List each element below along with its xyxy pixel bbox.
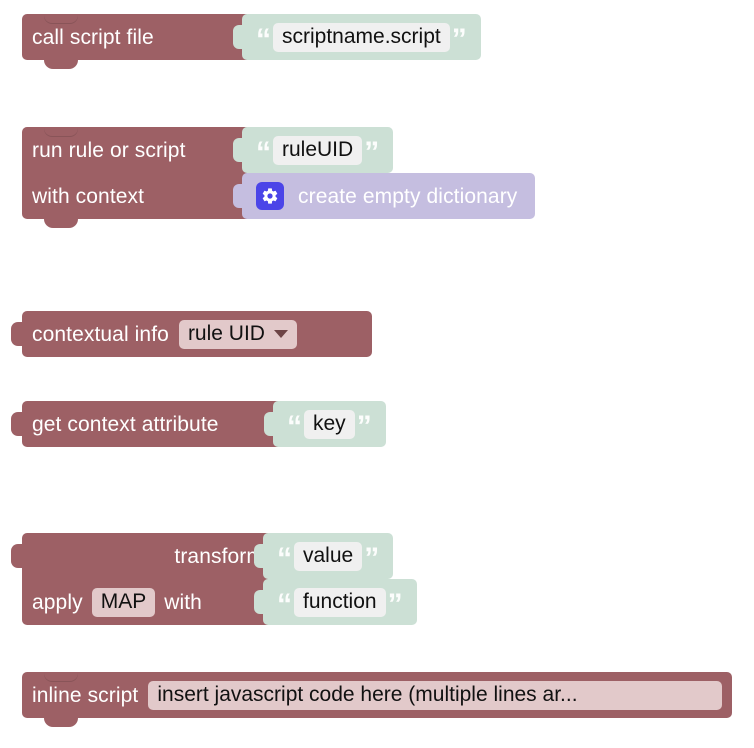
- top-notch: [44, 127, 78, 136]
- block-row: contextual info rule UID: [22, 311, 372, 357]
- output-tab: [233, 25, 243, 49]
- apply-prefix-label: apply: [32, 590, 83, 614]
- block-body[interactable]: transform apply MAP with: [11, 533, 275, 625]
- text-field[interactable]: ruleUID: [273, 135, 363, 165]
- block-label: call script file: [32, 25, 154, 49]
- text-field[interactable]: key: [304, 409, 355, 439]
- block-label: inline script: [32, 683, 139, 707]
- text-field[interactable]: scriptname.script: [273, 22, 450, 52]
- info-type-dropdown[interactable]: rule UID: [178, 319, 297, 349]
- text-field[interactable]: value: [294, 541, 363, 571]
- output-tab: [264, 412, 274, 436]
- bottom-tab: [44, 59, 78, 69]
- output-plug: [11, 322, 25, 346]
- gear-icon[interactable]: [256, 182, 284, 210]
- block-row: inline script insert javascript code her…: [22, 672, 732, 718]
- block-body[interactable]: call script file: [22, 14, 254, 69]
- top-notch: [44, 672, 78, 681]
- value-block-dictionary[interactable]: create empty dictionary: [233, 173, 536, 219]
- output-tab: [254, 590, 264, 614]
- block-run-rule-or-script[interactable]: run rule or script with context “ ruleUI…: [22, 127, 536, 228]
- block-label: with context: [32, 184, 145, 208]
- block-label: contextual info: [32, 322, 169, 346]
- block-body[interactable]: get context attribute: [11, 401, 285, 447]
- chevron-down-icon: [273, 330, 288, 338]
- block-label: run rule or script: [32, 138, 186, 162]
- block-row: with context: [22, 173, 254, 219]
- code-field[interactable]: insert javascript code here (multiple li…: [148, 680, 722, 710]
- bottom-tab: [44, 218, 78, 228]
- block-row: run rule or script: [22, 127, 254, 173]
- block-label: get context attribute: [32, 412, 219, 436]
- value-block-string[interactable]: “ ruleUID ”: [233, 127, 394, 173]
- output-plug: [11, 412, 25, 436]
- top-notch: [44, 14, 78, 23]
- block-body[interactable]: contextual info rule UID: [11, 311, 372, 357]
- value-block-string[interactable]: “ key ”: [264, 401, 386, 447]
- dropdown-selected-value: rule UID: [187, 321, 265, 345]
- block-row: get context attribute: [22, 401, 285, 447]
- bottom-tab: [44, 717, 78, 727]
- block-contextual-info[interactable]: contextual info rule UID: [11, 311, 372, 357]
- map-name-field[interactable]: MAP: [91, 587, 156, 617]
- block-transform[interactable]: transform apply MAP with “ value ” “ fun…: [11, 533, 417, 625]
- value-block-string[interactable]: “ scriptname.script ”: [233, 14, 481, 60]
- block-row: apply MAP with: [22, 579, 275, 625]
- value-block-label: create empty dictionary: [298, 184, 518, 208]
- block-inline-script[interactable]: inline script insert javascript code her…: [22, 672, 732, 727]
- block-row: transform: [22, 533, 275, 579]
- output-tab: [254, 544, 264, 568]
- block-call-script-file[interactable]: call script file “ scriptname.script ”: [22, 14, 481, 69]
- output-plug: [11, 544, 25, 568]
- block-label: transform: [174, 544, 264, 568]
- value-block-string[interactable]: “ value ”: [254, 533, 394, 579]
- text-field[interactable]: function: [294, 587, 386, 617]
- block-get-context-attribute[interactable]: get context attribute “ key ”: [11, 401, 386, 447]
- with-suffix-label: with: [164, 590, 202, 614]
- output-tab: [233, 138, 243, 162]
- block-row: call script file: [22, 14, 254, 60]
- block-body[interactable]: inline script insert javascript code her…: [22, 672, 732, 727]
- output-tab: [233, 184, 243, 208]
- value-block-string[interactable]: “ function ”: [254, 579, 417, 625]
- block-body[interactable]: run rule or script with context: [22, 127, 254, 228]
